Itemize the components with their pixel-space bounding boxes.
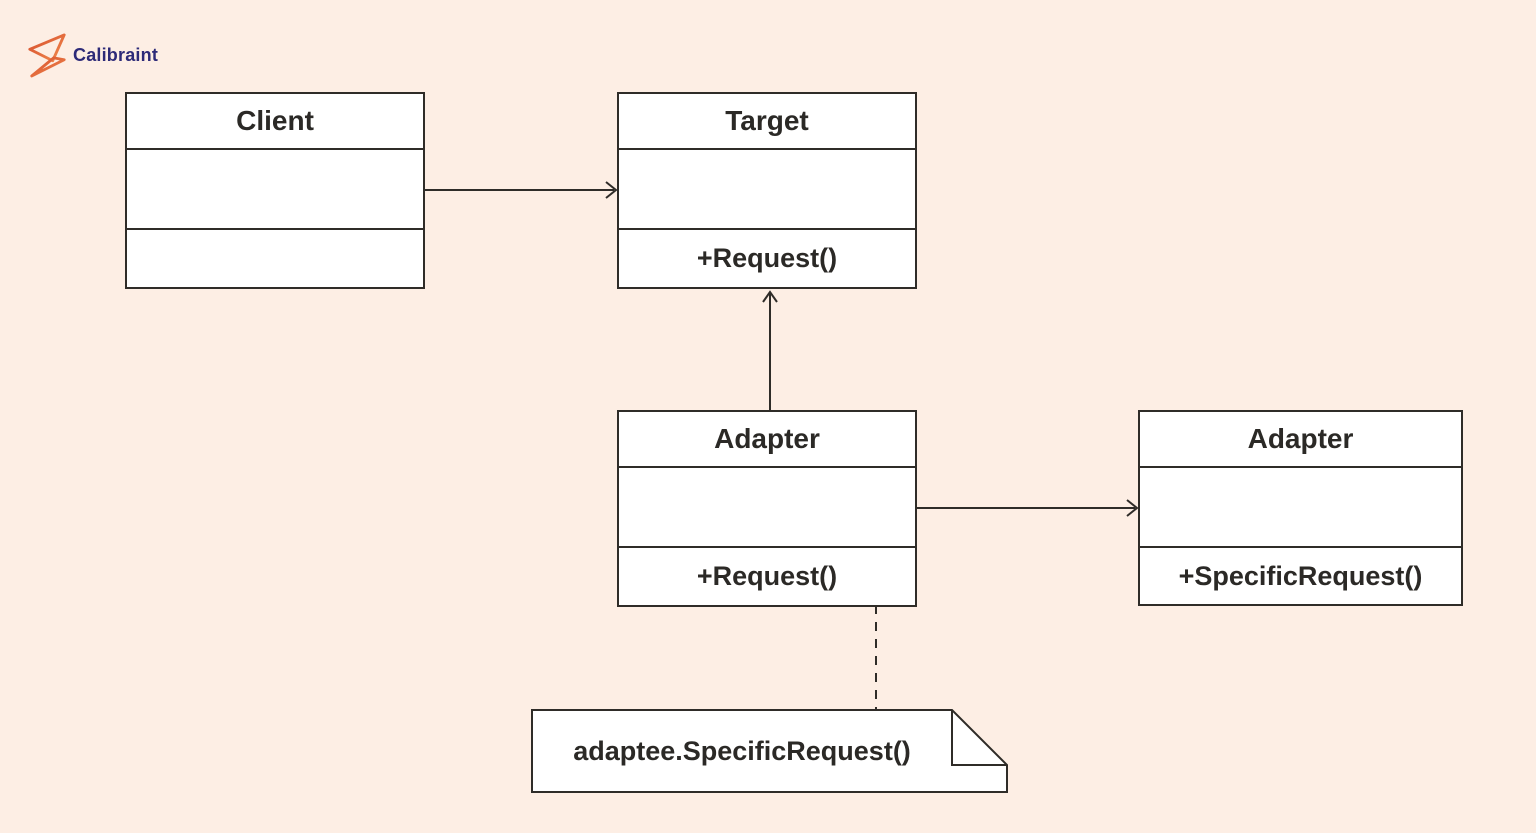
class-methods: +Request() bbox=[696, 561, 838, 591]
brand-logo: Calibraint bbox=[26, 30, 158, 80]
class-box-adapter: Adapter +Request() bbox=[617, 410, 917, 607]
class-box-target: Target +Request() bbox=[617, 92, 917, 289]
class-title: Adapter bbox=[619, 412, 915, 468]
class-title: Adapter bbox=[1140, 412, 1461, 468]
class-attributes bbox=[619, 150, 915, 230]
class-box-adaptee: Adapter +SpecificRequest() bbox=[1138, 410, 1463, 606]
class-attributes bbox=[1140, 468, 1461, 548]
class-title: Target bbox=[619, 94, 915, 150]
class-methods: +SpecificRequest() bbox=[1178, 560, 1423, 591]
class-title: Client bbox=[127, 94, 423, 150]
class-box-client: Client bbox=[125, 92, 425, 289]
arrowhead-right-icon bbox=[605, 181, 618, 199]
class-attributes bbox=[127, 150, 423, 230]
class-methods bbox=[127, 230, 423, 287]
arrowhead-right-icon bbox=[1126, 499, 1139, 517]
note-label: adaptee.SpecificRequest() bbox=[573, 735, 911, 766]
note-fold-icon bbox=[951, 710, 1007, 766]
association-adapter-to-adaptee bbox=[917, 499, 1139, 517]
class-attributes bbox=[619, 468, 915, 548]
association-client-to-target bbox=[425, 181, 618, 199]
brand-name: Calibraint bbox=[73, 44, 159, 65]
arrowhead-up-icon bbox=[762, 290, 778, 303]
class-methods: +Request() bbox=[696, 243, 838, 273]
association-adapter-to-target bbox=[762, 290, 778, 410]
calibraint-zigzag-logo-icon bbox=[28, 33, 66, 78]
